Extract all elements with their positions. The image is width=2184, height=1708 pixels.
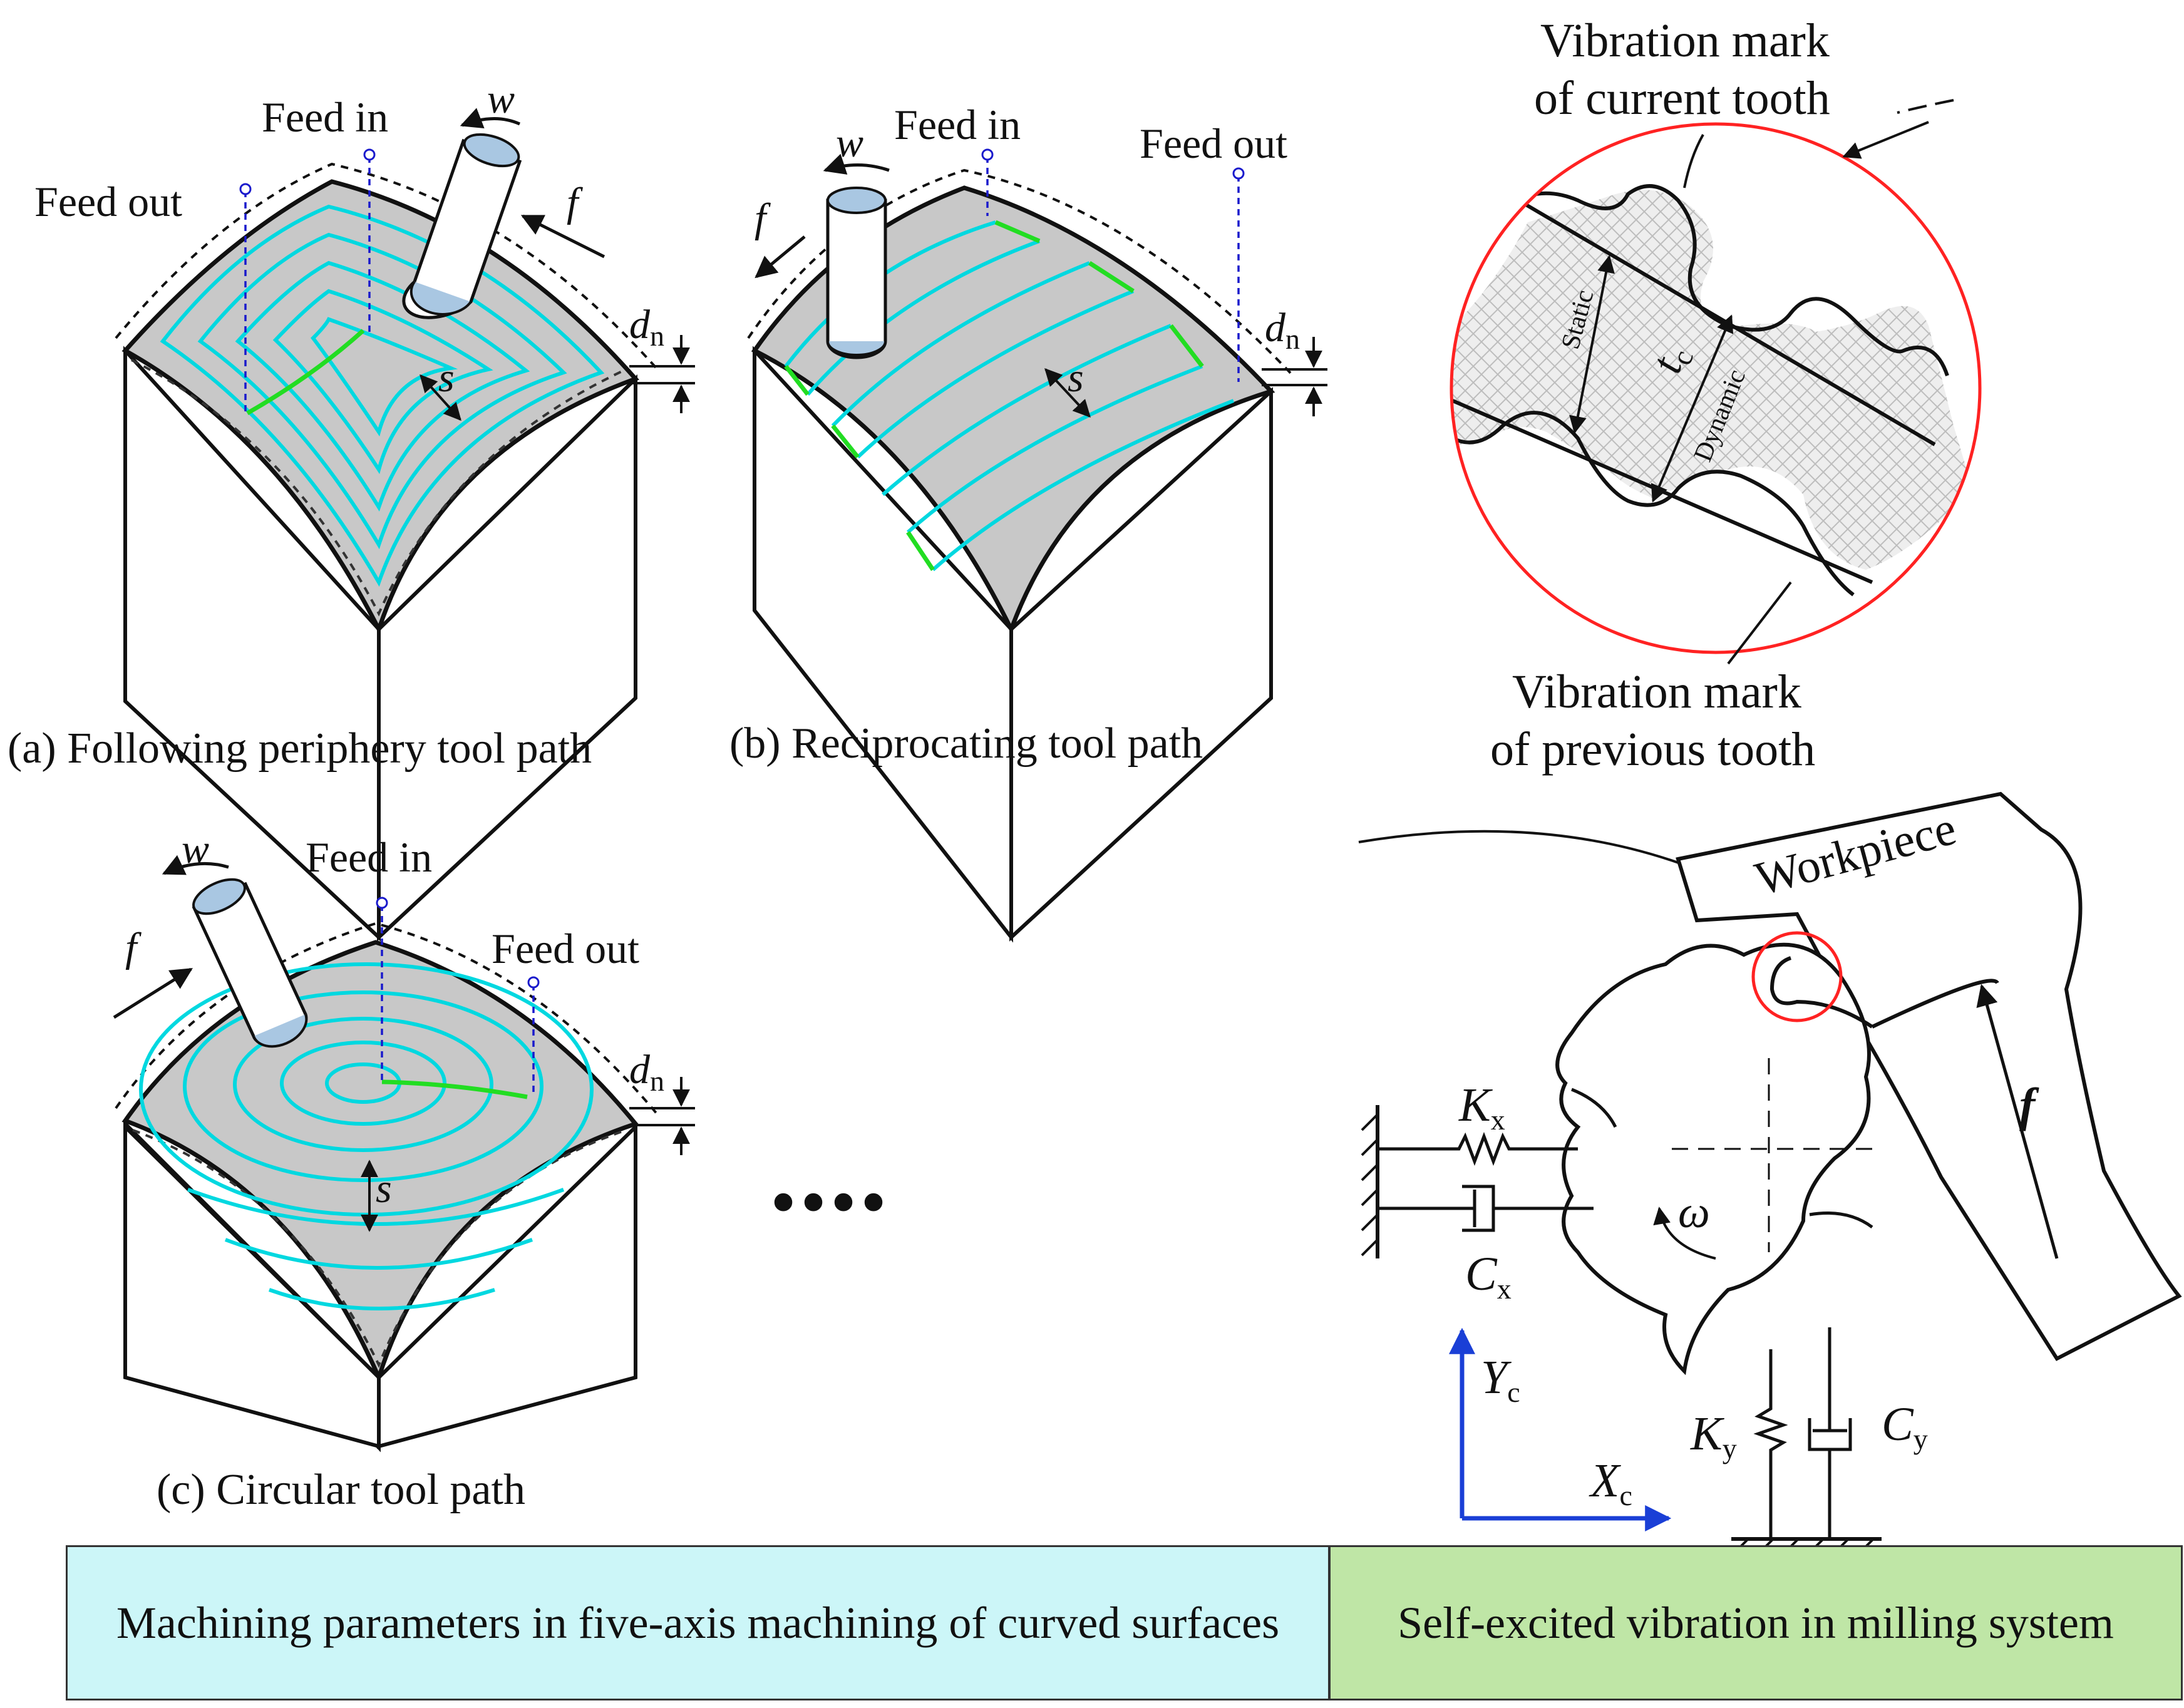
rotation-label: w <box>182 826 209 872</box>
feed-arrow <box>1976 984 2059 1259</box>
cut-region-mesh <box>1451 190 1972 570</box>
ky-label: Ky <box>1690 1407 1737 1464</box>
table-cell-right: Self-excited vibration in milling system <box>1329 1545 2183 1700</box>
feed-in-label: Feed in <box>262 93 388 141</box>
offset-outline <box>115 162 659 371</box>
feed-label: f <box>567 180 583 225</box>
ky-spring <box>1753 1349 1788 1537</box>
rotation-arrow <box>823 153 890 175</box>
dn-label: dn <box>629 302 664 352</box>
panel-c-circular-path: Feed in Feed out w f s dn (c) Circular t… <box>113 826 695 1514</box>
feed-label: f <box>755 195 771 241</box>
caption-a: (a) Following periphery tool path <box>8 724 592 773</box>
table-cell-left: Machining parameters in five-axis machin… <box>66 1545 1330 1700</box>
omega-label: ω <box>1678 1187 1710 1237</box>
previous-mark-line2: of previous tooth <box>1490 723 1815 776</box>
current-mark-line1: Vibration mark <box>1540 14 1830 67</box>
milling-system: Workpiece ω f Kx Cx <box>1358 791 2182 1554</box>
vibration-detail: Static Dynamic tc Vibration mark of curr… <box>1450 14 1982 776</box>
rotation-arrow <box>460 108 521 129</box>
dn-label: dn <box>1265 305 1300 355</box>
kx-spring <box>1378 1131 1578 1166</box>
dn-dimension <box>629 335 695 413</box>
feed-label: f <box>125 925 142 970</box>
block-right-face <box>377 1122 637 1449</box>
step-label: s <box>438 355 455 401</box>
ball-end-tool <box>192 878 308 1048</box>
curve-hint <box>1897 99 1954 114</box>
feed-in-label: Feed in <box>306 833 432 881</box>
offset-outline <box>115 922 659 1116</box>
previous-tooth-mark <box>1451 411 1855 597</box>
feed-out-label: Feed out <box>492 925 639 972</box>
previous-mark-line1: Vibration mark <box>1512 666 1801 718</box>
feed-out-label: Feed out <box>34 178 182 225</box>
reciprocating-links <box>784 220 1204 571</box>
current-tooth-mark <box>1495 184 1949 376</box>
feed-arrow <box>113 967 193 1019</box>
yc-label: Yc <box>1481 1351 1520 1408</box>
step-label: s <box>376 1166 392 1212</box>
table-cell-right-text: Self-excited vibration in milling system <box>1398 1597 2114 1648</box>
rotation-label: w <box>836 120 863 166</box>
step-label: s <box>1068 355 1084 401</box>
previous-pointer <box>1727 581 1792 665</box>
workpiece-body <box>1676 791 2182 1361</box>
cx-damper <box>1378 1185 1594 1232</box>
cutter-tooth-engaged <box>1769 956 1873 1029</box>
dn-dimension <box>1262 337 1327 416</box>
xc-label: Xc <box>1589 1454 1632 1511</box>
caption-b: (b) Reciprocating tool path <box>729 719 1203 768</box>
offset-outline-lower <box>131 359 627 617</box>
dn-label: dn <box>629 1047 664 1097</box>
kx-label: Kx <box>1458 1079 1505 1136</box>
link-segment <box>246 329 365 416</box>
tool-circle-arc <box>1358 830 1729 884</box>
current-pointer <box>1683 134 1704 188</box>
dynamic-thickness-arrow <box>1651 314 1734 503</box>
offset-outline-lower <box>132 1129 627 1368</box>
cutter-body <box>1555 942 1871 1376</box>
detail-circle <box>1450 122 1982 654</box>
cx-label: Cx <box>1465 1248 1512 1305</box>
contact-circle <box>1751 931 1843 1022</box>
step-marker <box>420 374 461 421</box>
step-marker <box>1044 368 1091 418</box>
ellipsis-dots: •••• <box>770 1160 890 1243</box>
caption-c: (c) Circular tool path <box>157 1466 525 1514</box>
dn-dimension <box>629 1077 695 1155</box>
block-right-face <box>1009 387 1273 942</box>
cy-damper <box>1808 1327 1852 1537</box>
direction-arrow <box>1842 121 1929 159</box>
rotation-arrow <box>162 855 229 875</box>
feed-in-label: Feed in <box>894 101 1021 148</box>
feed-arrow <box>520 214 605 259</box>
rotation-arrow <box>1653 1206 1716 1260</box>
link-segment <box>381 1079 528 1099</box>
block-right-face <box>377 374 637 942</box>
ball-end-tool <box>826 187 887 359</box>
rotation-label: w <box>487 76 515 122</box>
panel-b-reciprocating-path: Feed in Feed out w f s dn (b) Reciprocat… <box>729 101 1327 943</box>
ball-end-tool <box>402 133 522 319</box>
panel-a-periphery-path: Feed in Feed out w f s dn (a) Following … <box>8 76 695 942</box>
reciprocating-tool-path <box>784 220 1235 572</box>
static-thickness-arrow <box>1569 255 1615 434</box>
feed-arrow <box>755 235 806 279</box>
table-cell-left-text: Machining parameters in five-axis machin… <box>116 1597 1280 1648</box>
offset-outline <box>747 168 1294 377</box>
feed-out-label: Feed out <box>1140 120 1287 167</box>
x-wall-hatch <box>1361 1113 1379 1257</box>
periphery-tool-path <box>160 204 605 587</box>
current-mark-line2: of current tooth <box>1534 72 1830 125</box>
curved-surface <box>121 179 640 635</box>
cy-label: Cy <box>1882 1398 1928 1455</box>
